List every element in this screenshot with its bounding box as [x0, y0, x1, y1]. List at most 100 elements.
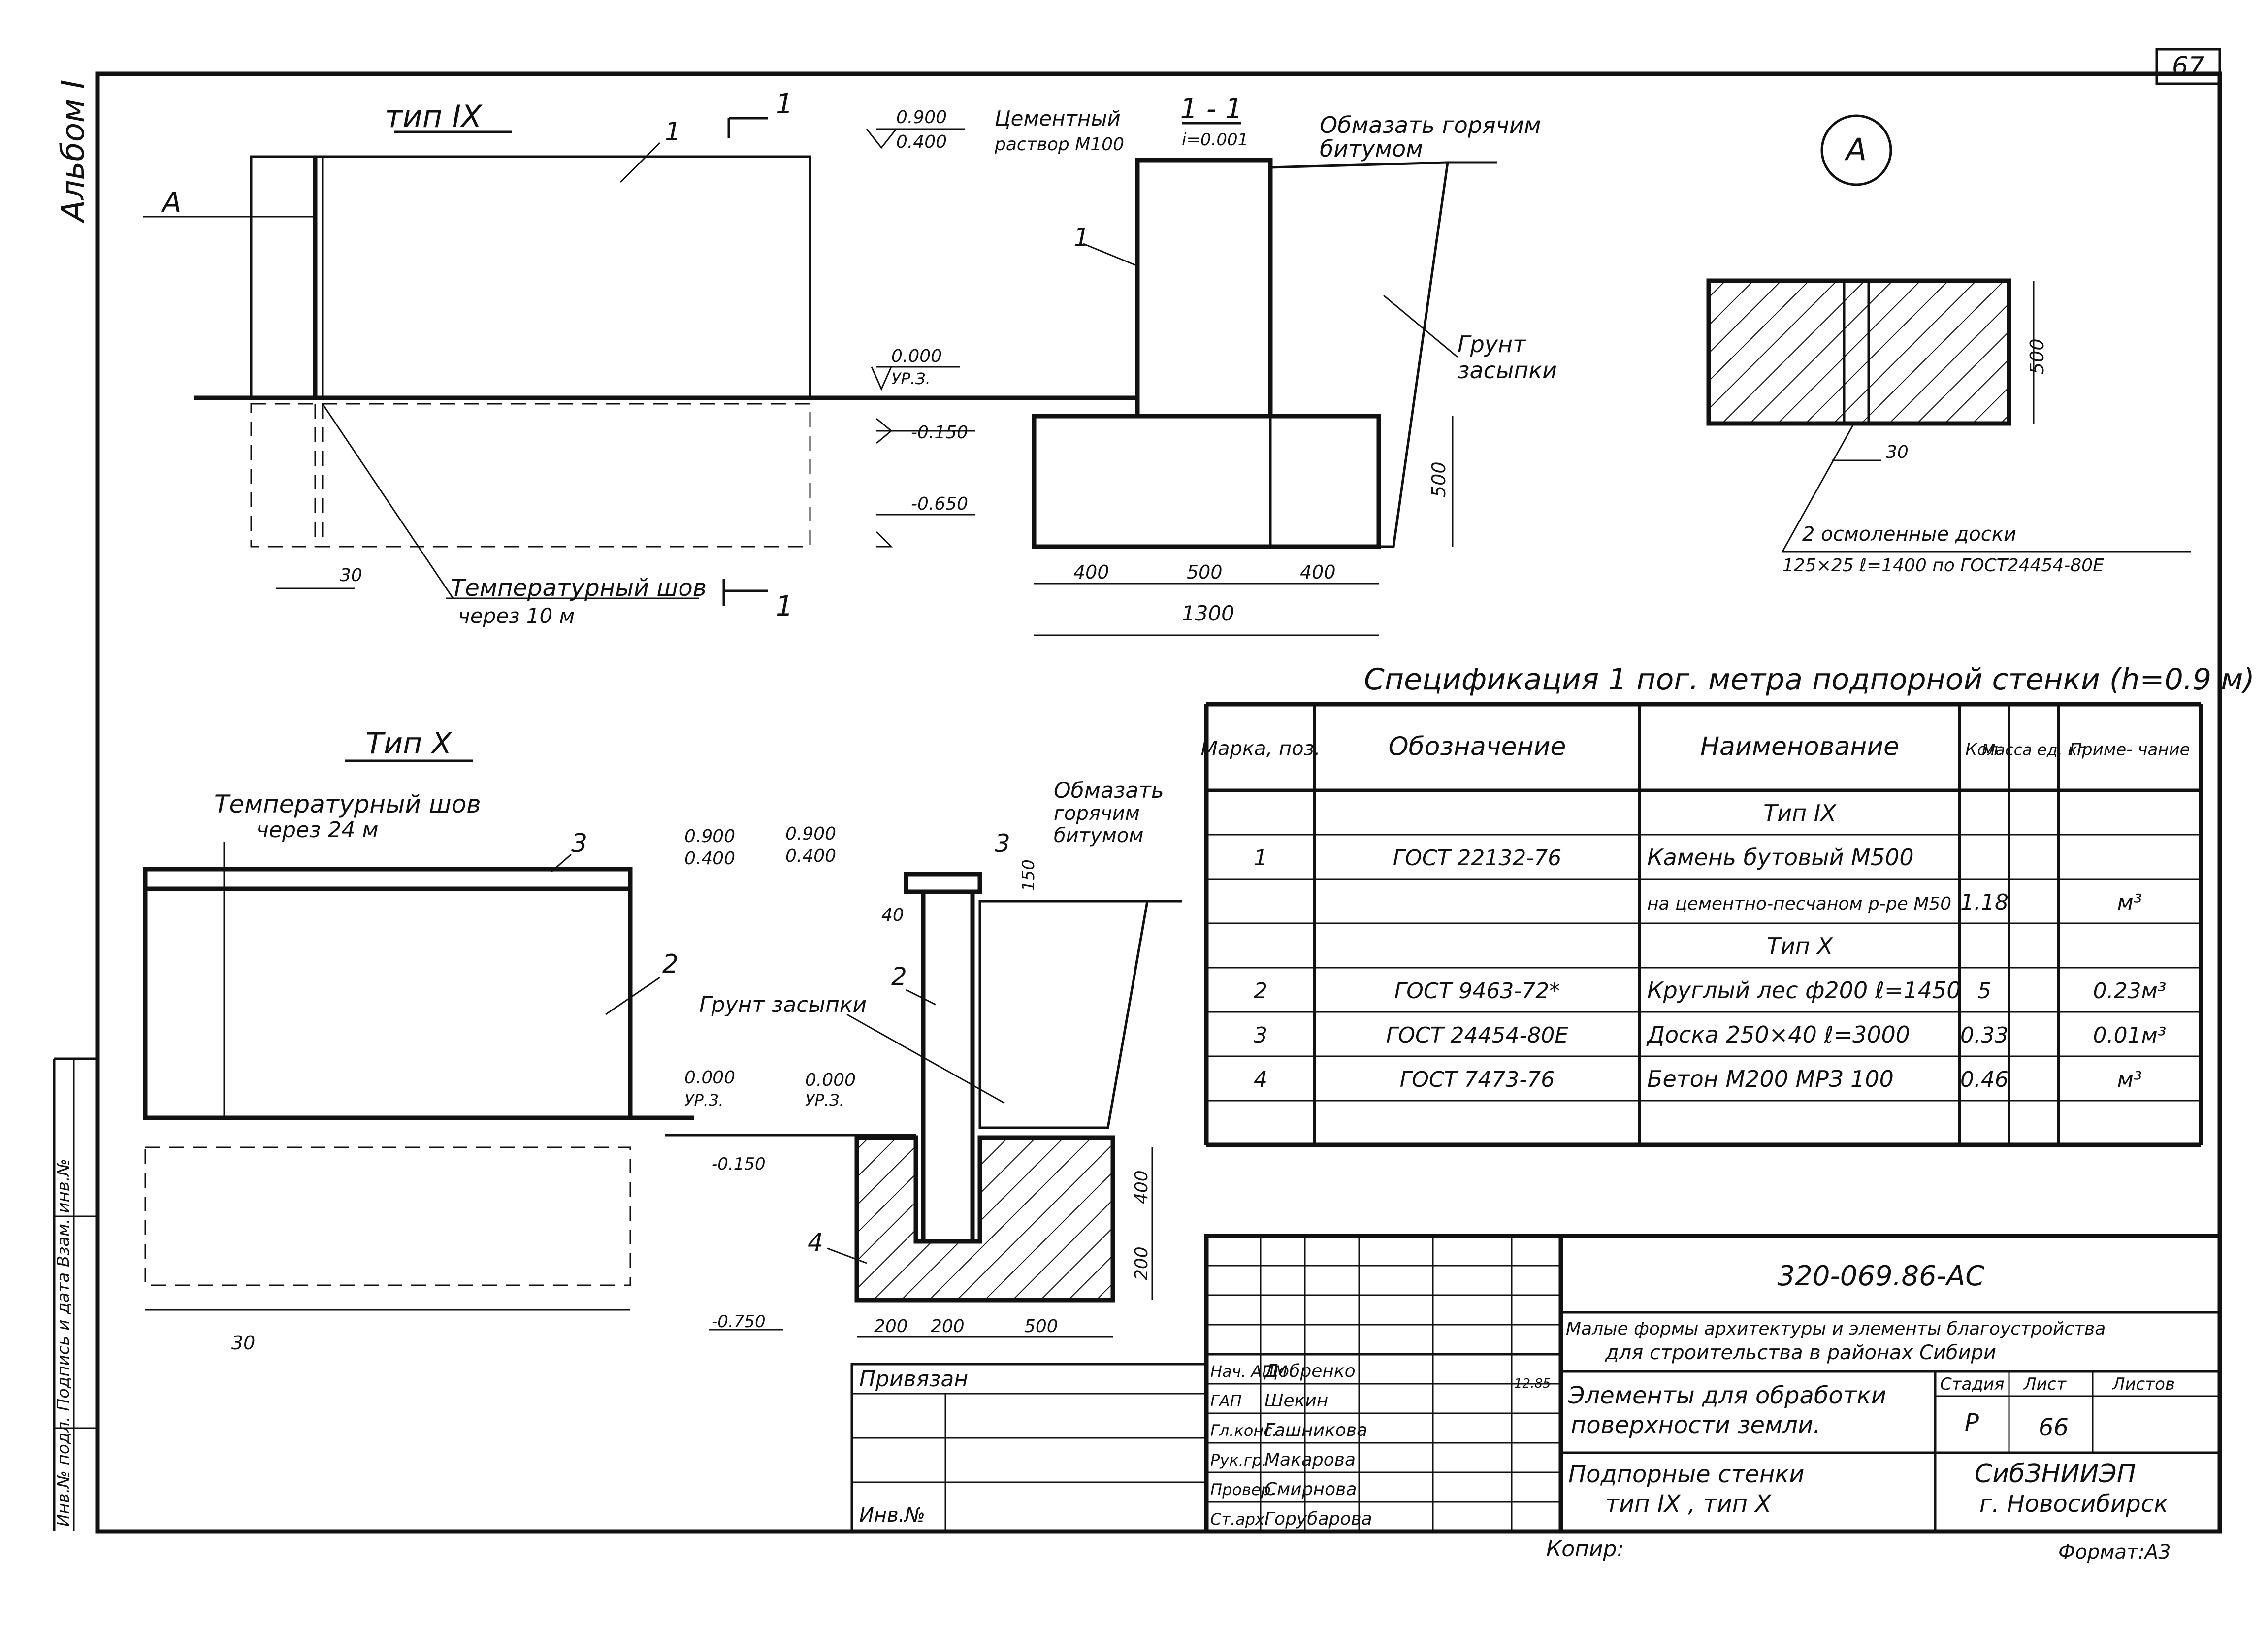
stamp-code: 320-069.86-АС — [1778, 1260, 1985, 1292]
type9-masonry-wall — [250, 155, 811, 399]
type9-section-mark-bottom: 1 — [776, 590, 793, 622]
spec-cell: 0.33 — [1960, 1023, 2009, 1048]
stamp-role: Гл.конс. — [1210, 1421, 1277, 1440]
section10-dim-200v: 200 — [1132, 1246, 1152, 1280]
spec-cell: 0.23м³ — [2093, 978, 2167, 1004]
stamp-sheet-title-2: тип IX , тип X — [1605, 1490, 1772, 1518]
spec-header-5: Приме- чание — [2069, 740, 2190, 760]
detail-a-circle — [1820, 114, 1892, 186]
section10-dim-500: 500 — [1024, 1316, 1058, 1336]
spec-title: Спецификация 1 пог. метра подпорной стен… — [1364, 662, 2255, 697]
type9-title: тип IX — [385, 98, 483, 134]
stamp-name: Смирнова — [1264, 1479, 1357, 1499]
type10-dim-30: 30 — [231, 1332, 255, 1354]
page-number: 67 — [2172, 52, 2204, 81]
stamp-org-1: СибЗНИИЭП — [1975, 1459, 2136, 1489]
type9-joint-note-1: Температурный шов — [451, 574, 707, 602]
stamp-role: ГАП — [1210, 1392, 1242, 1410]
stamp-project-2: для строительства в районах Сибири — [1605, 1341, 1996, 1364]
type9-joint-note-2: через 10 м — [458, 604, 575, 628]
detail-a: A 500 30 2 осмоленные доски 125×25 ℓ=140… — [1706, 114, 2191, 576]
spec-cell: 1 — [1254, 846, 1267, 871]
section11-dim-500v: 500 — [1428, 461, 1450, 497]
type9-level-m650: -0.650 — [911, 494, 968, 514]
stamp-bound: Привязан — [859, 1367, 968, 1392]
section10-dim-200a: 200 — [874, 1316, 908, 1336]
type9-level-top2: 0.400 — [896, 132, 947, 152]
type9-pos1: 1 — [665, 117, 681, 147]
stamp-name: Макарова — [1264, 1450, 1356, 1470]
section11-dim-1300: 1300 — [1182, 601, 1234, 625]
section10-soil: Грунт засыпки — [699, 992, 867, 1017]
section11-dim-400b: 400 — [1300, 561, 1336, 583]
section10-bitumen-2: горячим — [1054, 802, 1140, 825]
type9-elevation: тип IX A 1 1 1 0.900 0.400 0.000 УР.З. -… — [143, 88, 1137, 628]
type10-pos2: 2 — [662, 949, 679, 979]
section10-dim-200b: 200 — [931, 1316, 965, 1336]
stamp-sheet-title-1: Подпорные стенки — [1568, 1461, 1804, 1488]
spec-cell: 3 — [1254, 1023, 1267, 1048]
section10-level-ground-sub: УР.З. — [805, 1091, 844, 1109]
section-type10: 0.900 0.400 Обмазать горячим битумом 3 4… — [665, 778, 1182, 1338]
type10-elevation: Тип X Температурный шов через 24 м 30 3 … — [143, 726, 735, 1354]
type10-board — [143, 867, 633, 891]
section11-soil-2: засыпки — [1458, 357, 1557, 384]
section11-dim-500: 500 — [1187, 561, 1223, 583]
stamp-role: Рук.гр. — [1210, 1451, 1267, 1469]
section10-bitumen-3: битумом — [1054, 824, 1143, 847]
type10-level-ground-sub: УР.З. — [684, 1091, 724, 1109]
detail-a-joint-boards — [1843, 279, 1870, 425]
stamp-role: Ст.арх. — [1210, 1510, 1269, 1529]
section11-soil-1: Грунт — [1458, 331, 1526, 358]
stamp-name: Гашникова — [1264, 1420, 1367, 1440]
section10-dim-40: 40 — [881, 905, 904, 925]
detail-a-mark: A — [1844, 131, 1867, 167]
stamp-inv: Инв.№ — [859, 1504, 925, 1527]
spec-cell: на цементно-песчаном р-ре М50 — [1647, 894, 1951, 914]
type10-level-ground: 0.000 — [684, 1068, 735, 1088]
section10-pos3: 3 — [995, 829, 1010, 858]
stamp-sheet-no: 66 — [2039, 1414, 2069, 1441]
spec-header-4: Масса ед. кг — [1982, 741, 2086, 759]
section11-bitumen-2: битумом — [1320, 135, 1423, 162]
type10-level-top: 0.900 — [684, 826, 735, 847]
stamp-stage-header: Стадия — [1940, 1374, 2004, 1394]
section11-dim-400a: 400 — [1073, 561, 1109, 583]
type10-title: Тип X — [365, 726, 453, 761]
type9-level-top: 0.900 — [896, 107, 947, 128]
type10-joint-note-2: через 24 м — [256, 817, 379, 843]
stamp-role: Провер. — [1210, 1480, 1276, 1499]
type9-level-m150: -0.150 — [911, 423, 968, 443]
section11-cement-1: Цементный — [995, 106, 1121, 130]
spec-cell: м³ — [2117, 1067, 2142, 1092]
section10-level-top2: 0.400 — [785, 846, 836, 866]
type9-dim-30: 30 — [340, 565, 362, 586]
section11-slope: i=0.001 — [1182, 130, 1248, 150]
detail-a-note-2: 125×25 ℓ=1400 по ГОСТ24454-80Е — [1782, 555, 2104, 576]
spec-cell: 1.18 — [1960, 890, 2009, 915]
detail-a-wall — [1706, 278, 2011, 426]
section10-pos4: 4 — [808, 1228, 823, 1257]
spec-header-1: Обозначение — [1389, 732, 1566, 762]
detail-a-note-1: 2 осмоленные доски — [1802, 523, 2016, 546]
stamp-format: Формат:А3 — [2058, 1541, 2171, 1564]
stamp-role: Нач. АПМ — [1210, 1362, 1287, 1381]
section10-level-ground: 0.000 — [805, 1070, 856, 1090]
album-label: Альбом I — [55, 79, 92, 224]
stamp-work-title-2: поверхности земли. — [1571, 1411, 1820, 1439]
stamp-name: Добренко — [1264, 1361, 1356, 1381]
stamp-name: Шекин — [1264, 1391, 1328, 1411]
spec-cell: 4 — [1254, 1067, 1267, 1092]
spec-cell: Доска 250×40 ℓ=3000 — [1646, 1021, 1910, 1048]
section11-pos1: 1 — [1073, 223, 1090, 253]
spec-cell: ГОСТ 22132-76 — [1393, 846, 1562, 871]
type10-level-top2: 0.400 — [684, 848, 735, 869]
spec-cell: 0.46 — [1960, 1067, 2009, 1092]
stamp-stage: Р — [1965, 1409, 1979, 1436]
spec-cell: Камень бутовый М500 — [1647, 844, 1914, 871]
spec-cell: ГОСТ 24454-80Е — [1386, 1023, 1569, 1048]
section10-board — [904, 872, 982, 894]
type9-level-ground: 0.000 — [891, 346, 942, 366]
